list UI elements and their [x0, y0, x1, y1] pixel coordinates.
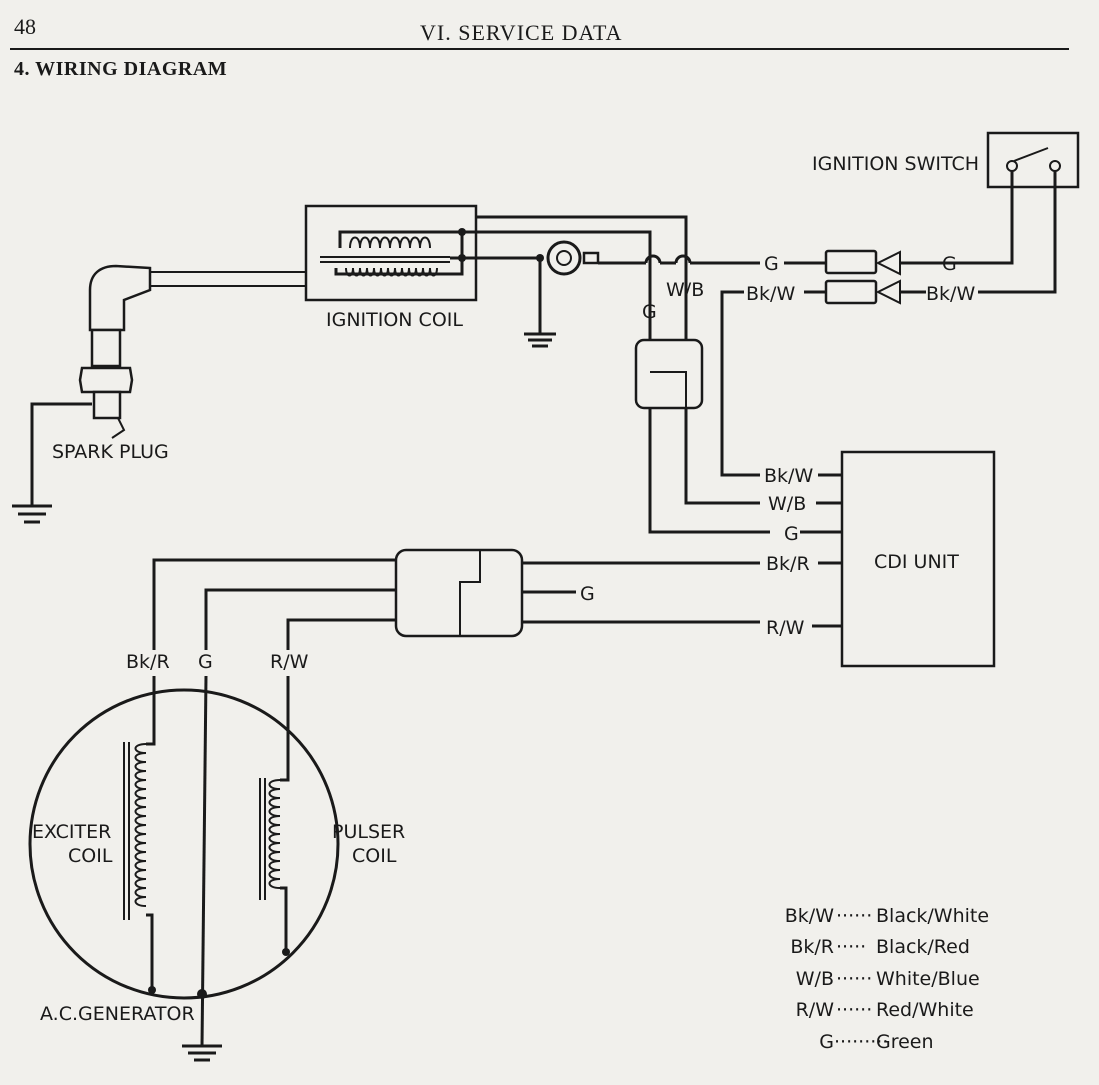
cdi-label-wb: W/B [768, 493, 806, 515]
wire-label-bkw-switch: Bk/W [926, 283, 975, 305]
wire-label-g-coil: G [642, 301, 657, 323]
legend-meaning: Green [876, 1031, 934, 1053]
legend-dots: ······ [836, 968, 872, 990]
exciter-coil-label-2: COIL [68, 845, 113, 867]
legend-code: Bk/W [785, 905, 834, 927]
legend-code: R/W [796, 999, 835, 1021]
kill-switch-icon [546, 240, 600, 276]
wire-g-coil [462, 230, 652, 340]
wire-switch-g [940, 171, 1014, 265]
wire-g-ground [200, 675, 208, 1047]
cdi-label-rw: R/W [766, 617, 805, 639]
wire-wb-to-cdi [684, 408, 760, 505]
legend-dots: ······ [836, 905, 872, 927]
pulser-coil-label-1: PULSER [332, 821, 405, 843]
wire-plug-ground [30, 402, 92, 506]
ground-icon [524, 332, 556, 348]
wire-wb-coil [476, 215, 688, 340]
spark-plug-label: SPARK PLUG [52, 441, 169, 463]
header-rule [10, 48, 1069, 50]
cdi-unit-label: CDI UNIT [874, 551, 959, 573]
cdi-label-bkr: Bk/R [766, 553, 810, 575]
connector-g [824, 249, 901, 276]
cdi-label-g: G [784, 523, 799, 545]
cdi-unit-box [840, 450, 996, 668]
gen-label-bkr: Bk/R [126, 651, 170, 673]
gen-label-g: G [198, 651, 213, 673]
ground-icon-plug [12, 504, 52, 524]
wire-rw-gen [286, 618, 396, 650]
connector-bkw [824, 279, 901, 305]
exciter-coil-label-1: EXCITER [32, 821, 111, 843]
ground-icon-generator [182, 1044, 222, 1062]
wire-label-g-switch: G [942, 253, 957, 275]
connector-label-g: G [580, 583, 595, 605]
legend-dots: ········· [834, 1031, 888, 1053]
wire-switch-bkw [978, 171, 1057, 294]
spark-plug-icon [78, 264, 152, 439]
legend-code: G [819, 1031, 834, 1053]
wire-bkr-gen [152, 558, 396, 650]
legend-meaning: White/Blue [876, 968, 980, 990]
ignition-switch-label: IGNITION SWITCH [812, 153, 979, 175]
ac-generator-circle [28, 688, 340, 1000]
gen-label-rw: R/W [270, 651, 309, 673]
ac-generator-label: A.C.GENERATOR [40, 1003, 195, 1025]
ignition-switch-box [986, 131, 1080, 189]
wire-bkw-to-cdi [720, 290, 760, 477]
ignition-coil-label: IGNITION COIL [326, 309, 463, 331]
legend-code: W/B [796, 968, 834, 990]
connector-block-upper [634, 338, 704, 410]
primary-winding-icon [349, 236, 431, 249]
legend-code: Bk/R [790, 936, 834, 958]
legend-meaning: Black/Red [876, 936, 970, 958]
legend-meaning: Black/White [876, 905, 989, 927]
page-number: 48 [14, 14, 36, 39]
pulser-coil-winding-icon [268, 779, 281, 889]
exciter-coil-winding-icon [134, 743, 147, 907]
cdi-label-bkw: Bk/W [764, 465, 813, 487]
ignition-coil [304, 204, 478, 302]
ignition-switch [986, 131, 1080, 189]
diagram-title: 4. WIRING DIAGRAM [14, 58, 228, 80]
legend-dots: ······ [836, 999, 872, 1021]
wire-label-g-left: G [764, 253, 779, 275]
legend-meaning: Red/White [876, 999, 974, 1021]
color-legend: Bk/W ······ Black/White Bk/R ····· Black… [785, 905, 989, 1053]
pulser-coil-label-2: COIL [352, 845, 397, 867]
ignition-coil-box [304, 204, 478, 302]
wire-g-gen [204, 588, 396, 650]
wire-label-wb: W/B [666, 279, 704, 301]
switch-lever [1013, 147, 1049, 162]
wire-g-to-cdi [648, 408, 770, 534]
legend-dots: ····· [836, 936, 866, 958]
section-heading: VI. SERVICE DATA [420, 20, 623, 45]
wire-label-bkw-left: Bk/W [746, 283, 795, 305]
